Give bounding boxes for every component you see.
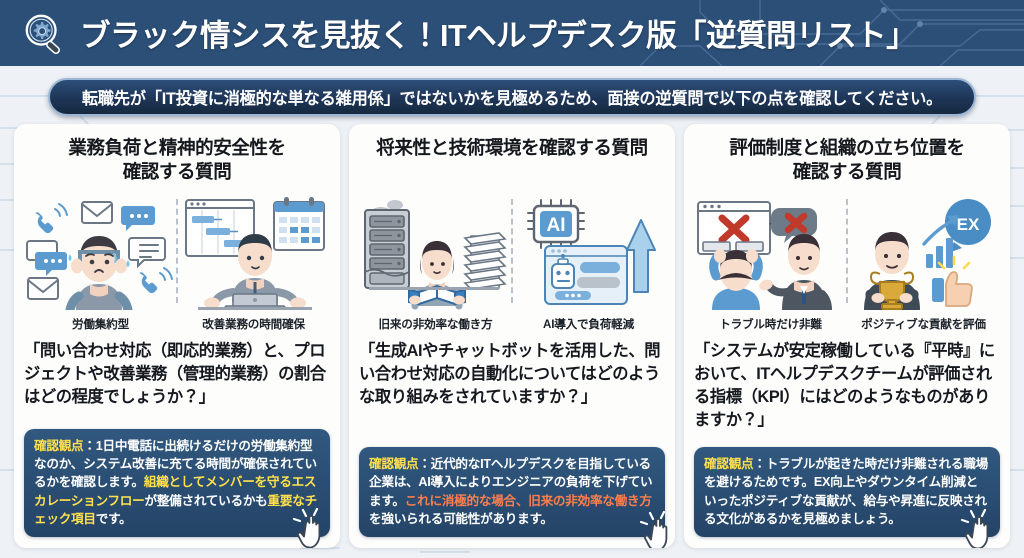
caption-row: 旧来の非効率な働き方 AI導入で負荷軽減 xyxy=(359,316,665,332)
card-evaluation-culture[interactable]: 評価制度と組織の立ち位置を確認する質問 xyxy=(684,124,1010,548)
question-text: 「システムが安定稼働している『平時』において、ITヘルプデスクチームが評価される… xyxy=(694,342,995,430)
note-text: 確認観点：トラブルが起きた時だけ非難される職場を避けるためです。EX向上やダウン… xyxy=(704,457,988,526)
svg-text:AI: AI xyxy=(547,215,566,236)
old-server-paperwork-icon xyxy=(364,200,507,310)
illustration-divider xyxy=(511,199,513,303)
card-title: 将来性と技術環境を確認する質問 xyxy=(376,137,648,158)
card-future-tech[interactable]: 将来性と技術環境を確認する質問 xyxy=(349,124,675,548)
gantt-chart-worker-icon xyxy=(185,197,325,310)
question-text: 「問い合わせ対応（即応的業務）と、プロジェクトや改善業務（管理的業務）の割合はど… xyxy=(24,342,326,407)
illustration-row xyxy=(24,192,330,310)
illustration-caption: 労働集約型 xyxy=(72,318,129,331)
caption-row: トラブル時だけ非難 ポジティブな貢献を評価 xyxy=(694,316,1000,332)
note-text: 確認観点：近代的なITヘルプデスクを目指している企業は、AI導入によりエンジニア… xyxy=(369,457,653,526)
note-text: 確認観点：1日中電話に出続けるだけの労働集約型なのか、システム改善に充てる時間が… xyxy=(34,438,317,526)
header-bar: ブラック情シスを見抜く！ITヘルプデスク版「逆質問リスト」 xyxy=(0,0,1024,66)
note-box: 確認観点：トラブルが起きた時だけ非難される職場を避けるためです。EX向上やダウン… xyxy=(694,447,1000,548)
magnifier-gear-icon xyxy=(25,14,60,55)
illustration-old-server xyxy=(359,192,509,310)
illustration-ai-chatbot: AI xyxy=(515,192,665,310)
card-workload-safety[interactable]: 業務負荷と精神的安全性を確認する質問 xyxy=(14,124,340,548)
illustration-row: EX xyxy=(694,192,1000,310)
illustration-gantt-worker xyxy=(180,192,330,310)
ai-chip-chatbot-icon: AI xyxy=(527,199,656,305)
click-cursor-icon xyxy=(292,507,321,548)
illustration-divider xyxy=(846,199,848,303)
page-title: ブラック情シスを見抜く！ITヘルプデスク版「逆質問リスト」 xyxy=(80,19,917,53)
stressed-operator-icon xyxy=(26,201,173,310)
card-title: 評価制度と組織の立ち位置を確認する質問 xyxy=(729,137,965,183)
subtitle-banner: 転職先が「IT投資に消極的な単なる雑用係」ではないかを見極めるため、面接の逆質問… xyxy=(48,78,976,116)
question-text: 「生成AIやチャットボットを活用した、問い合わせ対応の自動化についてはどのような… xyxy=(359,342,661,407)
caption-row: 労働集約型 改善業務の時間確保 xyxy=(24,316,330,332)
subtitle-text: 転職先が「IT投資に消極的な単なる雑用係」ではないかを見極めるため、面接の逆質問… xyxy=(81,90,943,108)
illustration-stressed-operator xyxy=(24,192,174,310)
note-box: 確認観点：1日中電話に出続けるだけの労働集約型なのか、システム改善に充てる時間が… xyxy=(24,428,330,548)
illustration-divider xyxy=(176,199,178,303)
trophy-growth-icon: EX xyxy=(864,199,991,310)
note-box: 確認観点：近代的なITヘルプデスクを目指している企業は、AI導入によりエンジニア… xyxy=(359,447,668,548)
illustration-caption: トラブル時だけ非難 xyxy=(719,318,822,331)
cards-container: 業務負荷と精神的安全性を確認する質問 xyxy=(14,124,1010,548)
illustration-caption: ポジティブな貢献を評価 xyxy=(861,318,986,331)
illustration-row: AI xyxy=(359,192,665,310)
svg-text:EX: EX xyxy=(957,215,980,234)
illustration-trophy-growth: EX xyxy=(850,192,1000,310)
illustration-caption: 改善業務の時間確保 xyxy=(202,318,305,331)
error-blame-icon xyxy=(697,201,832,310)
illustration-caption: 旧来の非効率な働き方 xyxy=(378,318,493,331)
card-title: 業務負荷と精神的安全性を確認する質問 xyxy=(68,137,286,183)
illustration-caption: AI導入で負荷軽減 xyxy=(543,318,634,331)
illustration-error-blame xyxy=(694,192,844,310)
click-cursor-icon xyxy=(960,508,989,548)
click-cursor-icon xyxy=(639,510,668,548)
